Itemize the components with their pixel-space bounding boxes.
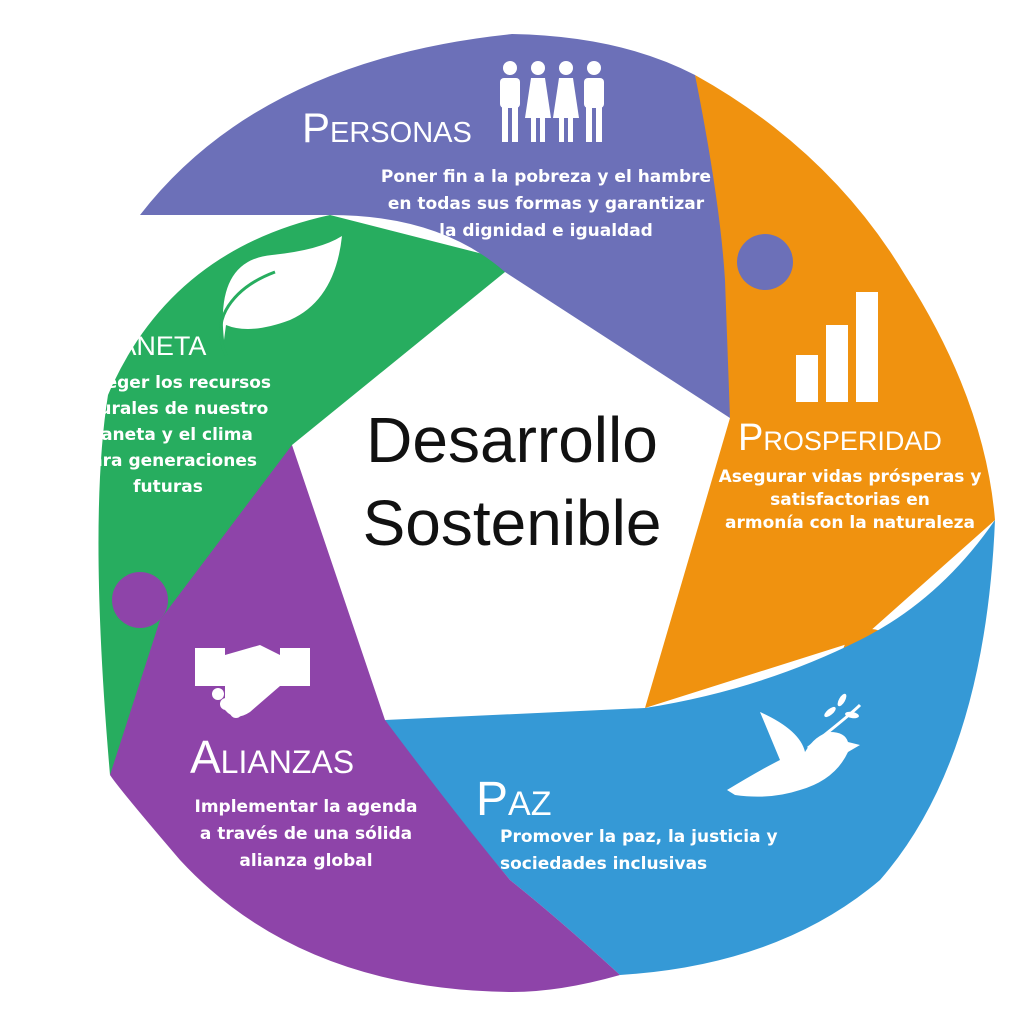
alianzas-desc-1: Implementar la agenda xyxy=(195,797,418,817)
planeta-desc-2: naturales de nuestro xyxy=(68,399,269,419)
personas-desc-2: en todas sus formas y garantizar xyxy=(388,194,705,214)
people-icon xyxy=(500,61,604,142)
leaf-icon xyxy=(219,236,342,356)
paz-desc-2: sociedades inclusivas xyxy=(500,854,707,874)
planeta-desc-1: Proteger los recursos xyxy=(65,373,271,393)
personas-desc-3: la dignidad e igualdad xyxy=(439,221,653,241)
center-title-line2: Sostenible xyxy=(363,487,662,559)
alianzas-desc-2: a través de una sólida xyxy=(200,824,412,844)
alianzas-desc-3: alianza global xyxy=(239,851,372,871)
prosperidad-title: Prosperidad xyxy=(738,417,942,459)
planeta-desc-5: futuras xyxy=(133,477,203,497)
puzzle-tab-personas xyxy=(737,234,793,290)
center-pentagon xyxy=(292,272,730,720)
personas-title: Personas xyxy=(302,104,472,151)
personas-desc-1: Poner fin a la pobreza y el hambre xyxy=(381,167,711,187)
puzzle-tab-alianzas xyxy=(112,572,168,628)
alianzas-title: Alianzas xyxy=(190,731,354,783)
planeta-desc-4: para generaciones xyxy=(79,451,257,471)
paz-title: Paz xyxy=(476,773,551,826)
planeta-title: Planeta xyxy=(78,322,206,364)
dove-icon xyxy=(727,693,862,797)
prosperidad-desc-1: Asegurar vidas prósperas y xyxy=(719,467,982,487)
handshake-icon xyxy=(195,645,310,718)
prosperidad-desc-3: armonía con la naturaleza xyxy=(725,513,975,533)
center-title-line1: Desarrollo xyxy=(366,404,658,476)
segment-alianzas xyxy=(110,445,620,992)
bar-chart-icon xyxy=(796,292,878,402)
prosperidad-desc-2: satisfactorias en xyxy=(770,490,930,510)
paz-desc-1: Promover la paz, la justicia y xyxy=(500,827,778,847)
planeta-desc-3: planeta y el clima xyxy=(83,425,253,445)
